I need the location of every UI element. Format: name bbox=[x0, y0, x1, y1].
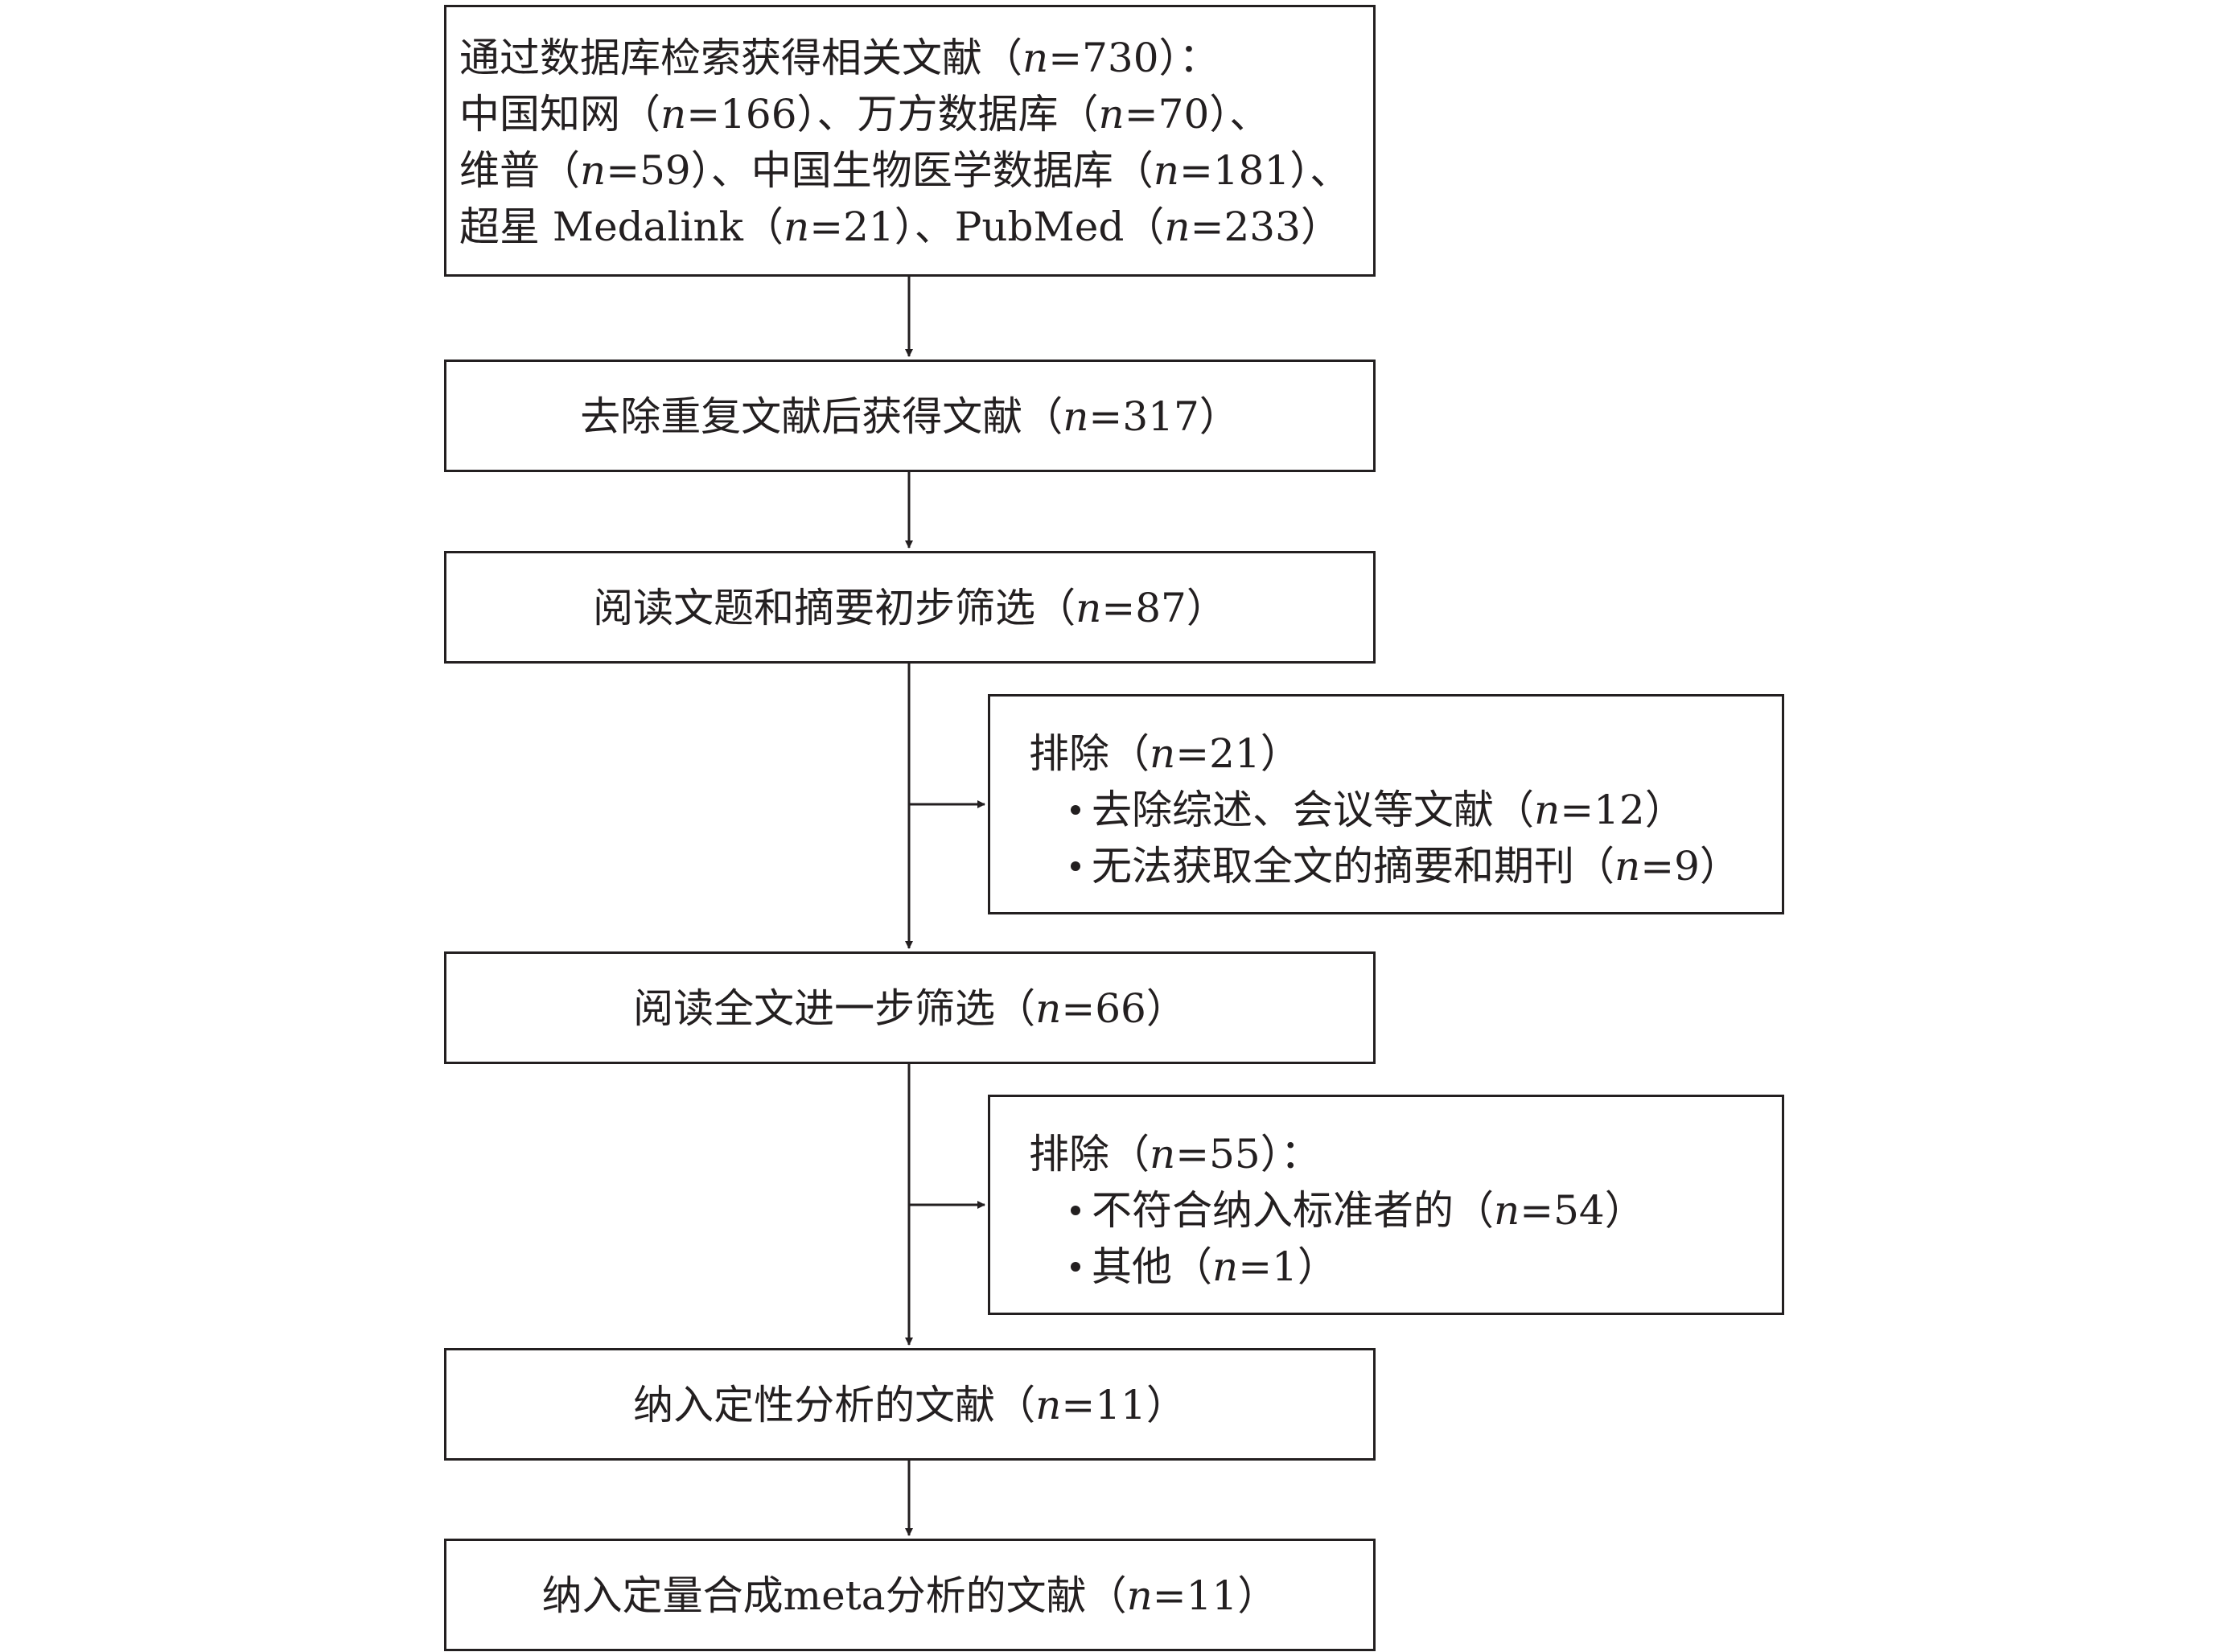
exclusion-1-item: 无法获取全文的摘要和期刊（n=9） bbox=[1071, 838, 1740, 894]
exclusion-2-item: 不符合纳入标准者的（n=54） bbox=[1071, 1182, 1645, 1239]
exclusion-2-item: 其他（n=1） bbox=[1071, 1239, 1338, 1295]
exclusion-1-heading: 排除（n=21） bbox=[1029, 730, 1301, 777]
search-line-3: 维普（n=59）、中国生物医学数据库（n=181）、 bbox=[459, 147, 1351, 194]
bullet-icon bbox=[1071, 805, 1080, 815]
search-line-2: 中国知网（n=166）、万方数据库（n=70）、 bbox=[459, 91, 1270, 138]
box-deduplicated: 去除重复文献后获得文献（n=317） bbox=[444, 360, 1376, 472]
box-exclusion-2: 排除（n=55）： 不符合纳入标准者的（n=54） 其他（n=1） bbox=[988, 1095, 1784, 1315]
fulltext-text: 阅读全文进一步筛选（n=66） bbox=[633, 985, 1187, 1032]
title-screen-text: 阅读文题和摘要初步筛选（n=87） bbox=[593, 585, 1227, 631]
dedup-text: 去除重复文献后获得文献（n=317） bbox=[580, 393, 1240, 440]
box-fulltext-screening: 阅读全文进一步筛选（n=66） bbox=[444, 951, 1376, 1064]
exclusion-2-heading: 排除（n=55）： bbox=[1029, 1131, 1321, 1177]
exclusion-1-item: 去除综述、会议等文献（n=12） bbox=[1071, 782, 1685, 838]
qualitative-text: 纳入定性分析的文献（n=11） bbox=[633, 1382, 1187, 1428]
box-exclusion-1: 排除（n=21） 去除综述、会议等文献（n=12） 无法获取全文的摘要和期刊（n… bbox=[988, 694, 1784, 914]
box-meta-analysis: 纳入定量合成meta分析的文献（n=11） bbox=[444, 1539, 1376, 1651]
box-title-abstract-screening: 阅读文题和摘要初步筛选（n=87） bbox=[444, 551, 1376, 664]
search-line-1: 通过数据库检索获得相关文献（n=730）： bbox=[459, 35, 1220, 81]
bullet-icon bbox=[1071, 1206, 1080, 1215]
bullet-icon bbox=[1071, 861, 1080, 871]
box-database-search: 通过数据库检索获得相关文献（n=730）： 中国知网（n=166）、万方数据库（… bbox=[444, 5, 1376, 277]
search-line-4: 超星 Medalink（n=21）、PubMed（n=233） bbox=[459, 203, 1341, 250]
meta-text: 纳入定量合成meta分析的文献（n=11） bbox=[541, 1572, 1278, 1619]
bullet-icon bbox=[1071, 1262, 1080, 1272]
box-qualitative-synthesis: 纳入定性分析的文献（n=11） bbox=[444, 1348, 1376, 1461]
